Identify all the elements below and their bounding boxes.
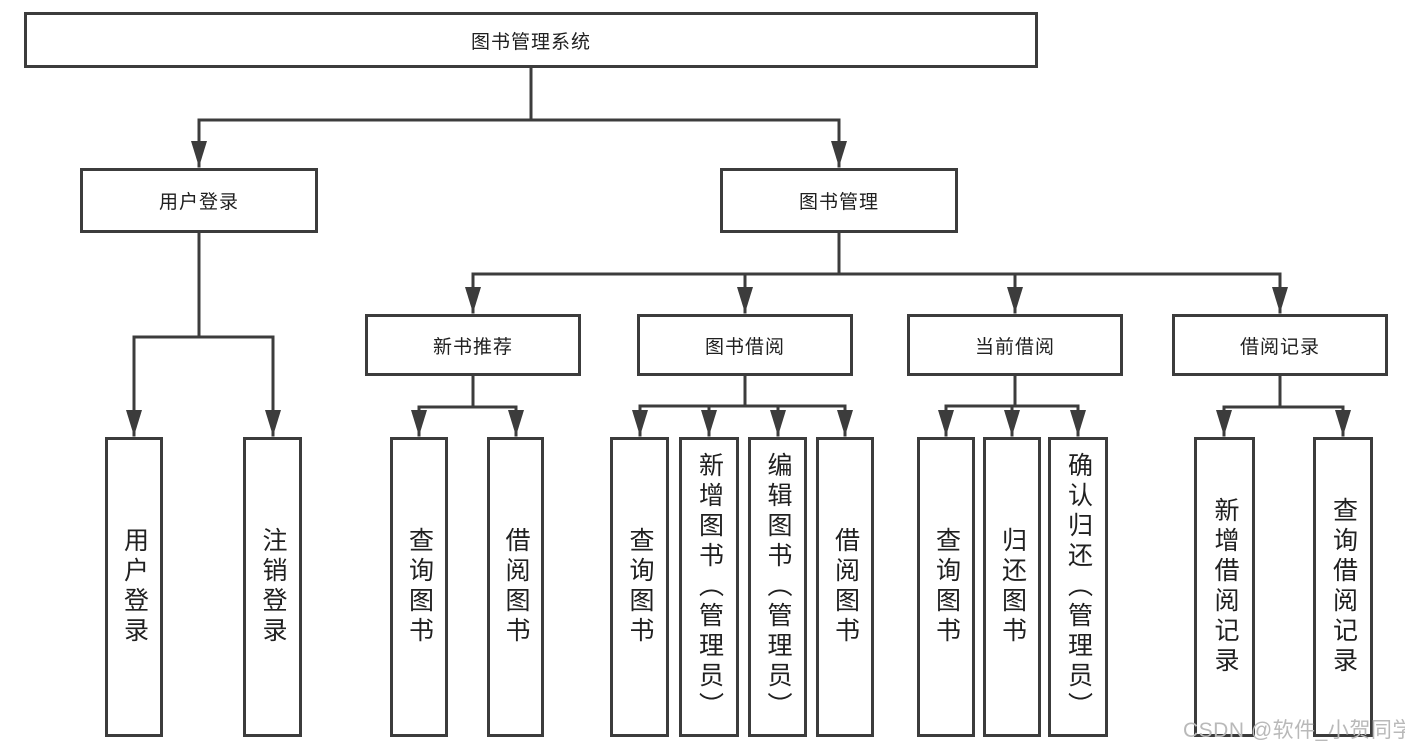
leaf-label: 查询借阅记录 xyxy=(1329,497,1357,677)
leaf-label: 归还图书 xyxy=(998,527,1026,647)
connector-root-to-level2 xyxy=(197,66,841,122)
leaf-query-books: 查询图书 xyxy=(917,437,975,737)
leaf-label: 查询图书 xyxy=(626,527,653,647)
connector-new-book-recommend-branch xyxy=(417,374,518,409)
leaf-query-books: 查询图书 xyxy=(610,437,669,737)
leaf-label: 借阅图书 xyxy=(831,527,859,647)
leaf-label: 用户登录 xyxy=(120,527,148,647)
node-new-book-recommend-label: 新书推荐 xyxy=(432,336,513,358)
node-user-login: 用户登录 xyxy=(80,168,318,233)
node-book-management: 图书管理 xyxy=(720,168,958,233)
leaf-label: 注销登录 xyxy=(259,527,286,647)
connector-user-login-branch xyxy=(132,231,275,339)
leaf-query-borrow-record: 查询借阅记录 xyxy=(1313,437,1373,737)
leaf-label: 新增借阅记录 xyxy=(1211,497,1238,677)
leaf-logout: 注销登录 xyxy=(243,437,302,737)
node-current-borrow-label: 当前借阅 xyxy=(974,336,1055,358)
connector-current-borrow-branch xyxy=(944,374,1080,408)
leaf-return-book: 归还图书 xyxy=(983,437,1041,737)
connector-borrow-records-branch xyxy=(1222,374,1345,409)
leaf-label: 确认归还（管理员） xyxy=(1064,452,1092,722)
node-current-borrow: 当前借阅 xyxy=(907,314,1123,376)
node-borrow-records: 借阅记录 xyxy=(1172,314,1388,376)
leaf-borrow-book: 借阅图书 xyxy=(487,437,544,737)
node-borrow-records-label: 借阅记录 xyxy=(1239,336,1320,358)
node-root-label: 图书管理系统 xyxy=(470,31,591,53)
node-book-borrow-label: 图书借阅 xyxy=(704,336,785,358)
leaf-label: 编辑图书（管理员） xyxy=(764,452,791,722)
leaf-confirm-return-admin: 确认归还（管理员） xyxy=(1048,437,1108,737)
leaf-borrow-book: 借阅图书 xyxy=(816,437,874,737)
leaf-label: 查询图书 xyxy=(405,527,433,647)
leaf-add-borrow-record: 新增借阅记录 xyxy=(1194,437,1255,737)
leaf-label: 借阅图书 xyxy=(502,527,529,647)
connector-book-management-branch xyxy=(471,231,1282,276)
node-root: 图书管理系统 xyxy=(24,12,1038,68)
watermark: CSDN @软件_小贺同学 xyxy=(1183,719,1405,742)
leaf-user-login: 用户登录 xyxy=(105,437,163,737)
node-new-book-recommend: 新书推荐 xyxy=(365,314,581,376)
leaf-edit-book-admin: 编辑图书（管理员） xyxy=(748,437,807,737)
connector-book-borrow-branch xyxy=(638,374,847,408)
leaf-add-book-admin: 新增图书（管理员） xyxy=(679,437,739,737)
node-book-management-label: 图书管理 xyxy=(798,192,879,213)
leaf-query-books: 查询图书 xyxy=(390,437,448,737)
leaf-label: 查询图书 xyxy=(932,527,960,647)
node-user-login-label: 用户登录 xyxy=(158,192,239,213)
node-book-borrow: 图书借阅 xyxy=(637,314,853,376)
leaf-label: 新增图书（管理员） xyxy=(695,452,723,722)
